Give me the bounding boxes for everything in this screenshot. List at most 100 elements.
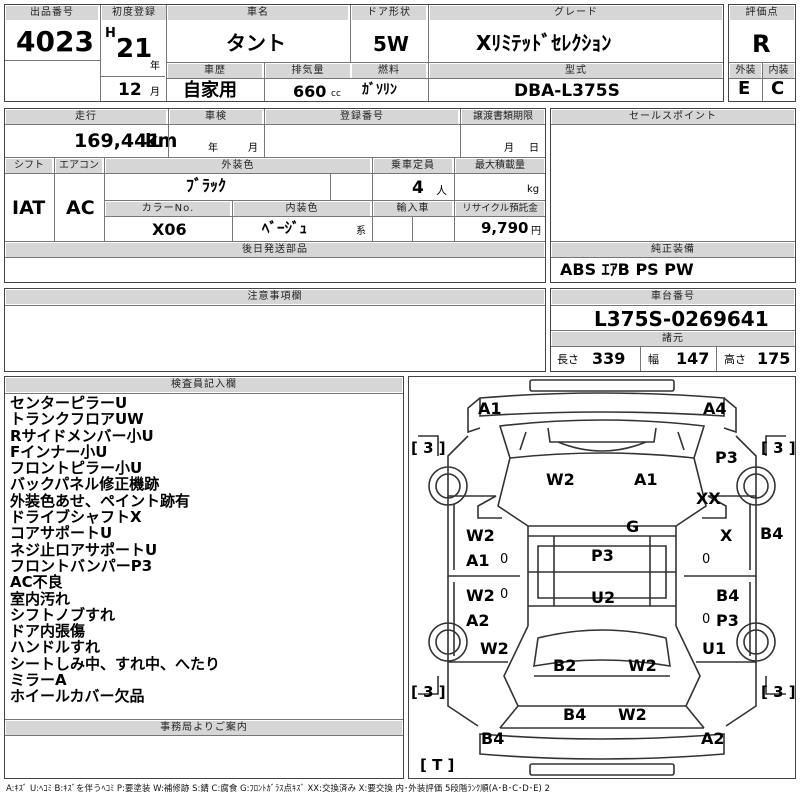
width-label: 幅 [648,353,659,366]
ext-label: 外装 [730,64,761,78]
lot-label: 出品番号 [6,6,98,20]
displacement: 660 [293,82,327,101]
remark-item: シフトノブすれ [10,605,116,624]
damage-mark: A1 [478,399,502,418]
remark-item: Fインナー小U [10,442,108,461]
reg-month: 12 [118,80,142,100]
remark-item: ハンドルすれ [10,638,101,657]
remark-item: コアサポートU [10,524,113,543]
damage-mark: [ 3 ] [761,439,796,457]
damage-mark: 0 [702,612,711,627]
remark-item: ネジ止ロアサポートU [10,540,158,559]
damage-mark: B4 [716,586,740,605]
history-label: 車歴 [168,64,262,78]
shift: IAT [12,197,46,219]
inspection-label: 車検 [170,110,262,124]
damage-mark: W2 [618,705,647,724]
car-name-label: 車名 [168,6,348,20]
mileage: 169,441 [74,130,161,152]
chassis-label: 車台番号 [552,290,794,304]
lot-number: 4023 [16,25,94,58]
score: R [752,30,771,58]
damage-mark: U2 [591,588,616,607]
damage-mark: W2 [628,656,657,675]
import-label: 輸入車 [374,202,452,216]
damage-mark: B4 [760,524,784,543]
inspector-block [4,376,404,779]
header-block [4,4,724,102]
displacement-label: 排気量 [266,64,350,78]
interior-color-suffix: 系 [356,226,366,237]
damage-mark: P3 [716,611,739,630]
mileage-label: 走行 [6,110,166,124]
height: 175 [757,349,791,368]
damage-mark: A1 [634,470,658,489]
remark-item: 室内汚れ [10,589,71,608]
sales-point-label: セールスポイント [552,110,794,124]
damage-mark: 0 [500,552,509,567]
damage-mark: X [720,526,733,545]
door-label: ドア形状 [352,6,426,20]
model-code: DBA-L375S [514,81,620,101]
insp-month-unit: 月 [248,143,258,154]
load-label: 最大積載量 [456,159,544,173]
length-label: 長さ [557,353,579,366]
remark-item: センターピラーU [10,394,128,412]
int-label: 内装 [763,64,794,78]
fuel-label: 燃料 [352,64,426,78]
notes-label: 注意事項欄 [6,290,544,304]
damage-mark: G [626,517,640,536]
year-unit: 年 [150,61,160,72]
remark-item: Rサイドメンバー小U [10,426,154,445]
car-diagram [418,379,786,776]
office-label: 事務局よりご案内 [6,721,402,735]
int-grade: C [771,78,785,99]
grade-label: グレード [430,6,722,20]
damage-mark: A2 [701,729,725,748]
remark-item: 外装色あせ、ペイント跡有 [10,491,191,510]
color: ﾌﾞﾗｯｸ [186,176,227,195]
damage-mark: A1 [466,551,490,570]
damage-mark: B4 [481,729,505,748]
inspector-label: 検査員記入欄 [6,378,402,392]
ext-grade: E [738,78,751,99]
first-reg-label: 初度登録 [102,6,166,20]
color-no: X06 [152,220,187,239]
damage-mark: U1 [702,639,727,658]
remark-item: トランクフロアUW [10,410,144,429]
plate-label: 登録番号 [266,110,458,124]
damage-mark: [ T ] [420,756,455,774]
remark-item: ドライブシャフトX [10,508,142,527]
damage-mark: A2 [466,611,490,630]
recycle-unit: 円 [531,226,541,237]
damage-mark: 0 [702,552,711,567]
damage-mark: B4 [563,705,587,724]
remark-item: ホイールカバー欠品 [10,687,145,706]
history: 自家用 [183,80,237,101]
legend: A:ｷｽﾞ U:ﾍｺﾐ B:ｷｽﾞを伴うﾍｺﾐ P:要塗装 W:補修跡 S:錆 … [6,784,550,794]
remark-item: シートしみ中、すれ中、へたり [10,654,221,673]
month-unit: 月 [150,87,160,98]
fuel: ｶﾞｿﾘﾝ [362,82,397,98]
damage-mark: W2 [466,586,495,605]
damage-mark: B2 [553,656,577,675]
load-unit: kg [527,184,540,195]
interior-color: ﾍﾞｰｼﾞｭ [262,219,308,237]
door-type: 5W [373,32,409,56]
recycle: 9,790 [481,219,529,237]
width: 147 [676,349,710,368]
damage-mark: P3 [715,448,738,467]
mileage-unit: km [145,130,178,152]
damage-mark: A4 [703,399,727,418]
chassis-number: L375S-0269641 [594,307,769,331]
recycle-label: リサイクル預託金 [456,202,544,216]
damage-mark: XX [696,489,721,508]
grade: Xﾘﾐﾃｯﾄﾞｾﾚｸｼｮﾝ [476,31,612,55]
score-label: 評価点 [730,6,794,20]
capacity-unit: 人 [436,184,447,197]
ac-label: エアコン [56,159,102,173]
remark-item: ドア内張傷 [10,622,86,641]
car-diagram-block [408,376,796,779]
remark-item: フロントバンパーP3 [10,556,153,575]
